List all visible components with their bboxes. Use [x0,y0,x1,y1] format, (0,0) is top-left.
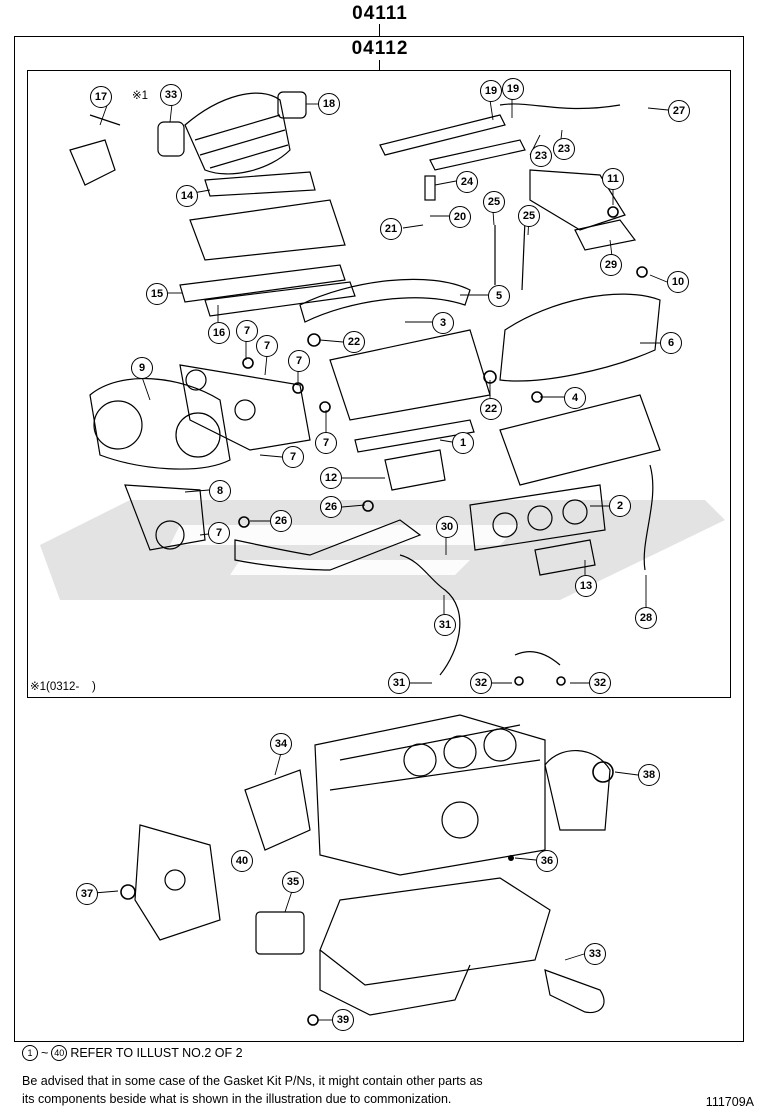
callout-22-a[interactable]: 22 [343,331,365,353]
subkit-number: 04112 [351,38,409,59]
callout-18[interactable]: 18 [318,93,340,115]
callout-1[interactable]: 1 [452,432,474,454]
refer-range-end: 40 [51,1045,68,1061]
gasket-kit-outer-frame [14,36,744,1042]
callout-21[interactable]: 21 [380,218,402,240]
callout-39[interactable]: 39 [332,1009,354,1031]
callout-29[interactable]: 29 [600,254,622,276]
callout-19-a[interactable]: 19 [480,80,502,102]
callout-23-b[interactable]: 23 [553,138,575,160]
callout-4[interactable]: 4 [564,387,586,409]
callout-10[interactable]: 10 [667,271,689,293]
advisory-line-1: Be advised that in some case of the Gask… [22,1074,483,1088]
production-range-note: ※1(0312- ) [30,681,96,693]
callout-9[interactable]: 9 [131,357,153,379]
callout-12[interactable]: 12 [320,467,342,489]
callout-25-a[interactable]: 25 [483,191,505,213]
callout-5[interactable]: 5 [488,285,510,307]
refer-note: 1 ~ 40 REFER TO ILLUST NO.2 OF 2 [22,1045,243,1061]
callout-26-a[interactable]: 26 [320,496,342,518]
callout-6[interactable]: 6 [660,332,682,354]
advisory-line-2: its components beside what is shown in t… [22,1092,452,1106]
callout-13[interactable]: 13 [575,575,597,597]
callout-7-d[interactable]: 7 [315,432,337,454]
refer-range-sep: ~ [41,1046,49,1060]
callout-32-a[interactable]: 32 [470,672,492,694]
callout-30[interactable]: 30 [436,516,458,538]
star-note-label: ※1 [132,90,149,102]
callout-19-b[interactable]: 19 [502,78,524,100]
callout-22-b[interactable]: 22 [480,398,502,420]
callout-25-b[interactable]: 25 [518,205,540,227]
callout-14[interactable]: 14 [176,185,198,207]
callout-31-b[interactable]: 31 [388,672,410,694]
callout-24[interactable]: 24 [456,171,478,193]
callout-27[interactable]: 27 [668,100,690,122]
callout-40[interactable]: 40 [231,850,253,872]
callout-7-c[interactable]: 7 [288,350,310,372]
callout-23-a[interactable]: 23 [530,145,552,167]
illustration-id: 111709A [705,1095,754,1109]
callout-16[interactable]: 16 [208,322,230,344]
callout-20[interactable]: 20 [449,206,471,228]
callout-17[interactable]: 17 [90,86,112,108]
callout-34[interactable]: 34 [270,733,292,755]
callout-7-b[interactable]: 7 [256,335,278,357]
callout-33-b[interactable]: 33 [584,943,606,965]
gasket-kit-inner-frame [27,70,731,698]
leader-line-kit [379,24,380,36]
callout-32-b[interactable]: 32 [589,672,611,694]
refer-text: REFER TO ILLUST NO.2 OF 2 [70,1046,243,1060]
callout-26-b[interactable]: 26 [270,510,292,532]
callout-7-a[interactable]: 7 [236,320,258,342]
callout-36[interactable]: 36 [536,850,558,872]
callout-31-a[interactable]: 31 [434,614,456,636]
callout-7-f[interactable]: 7 [208,522,230,544]
callout-11[interactable]: 11 [602,168,624,190]
callout-33[interactable]: 33 [160,84,182,106]
callout-35[interactable]: 35 [282,871,304,893]
callout-2[interactable]: 2 [609,495,631,517]
callout-7-e[interactable]: 7 [282,446,304,468]
callout-8[interactable]: 8 [209,480,231,502]
leader-line-subkit [379,60,380,70]
refer-range-start: 1 [22,1045,38,1061]
callout-28[interactable]: 28 [635,607,657,629]
callout-38[interactable]: 38 [638,764,660,786]
callout-37[interactable]: 37 [76,883,98,905]
kit-number: 04111 [352,3,408,24]
callout-15[interactable]: 15 [146,283,168,305]
callout-3[interactable]: 3 [432,312,454,334]
